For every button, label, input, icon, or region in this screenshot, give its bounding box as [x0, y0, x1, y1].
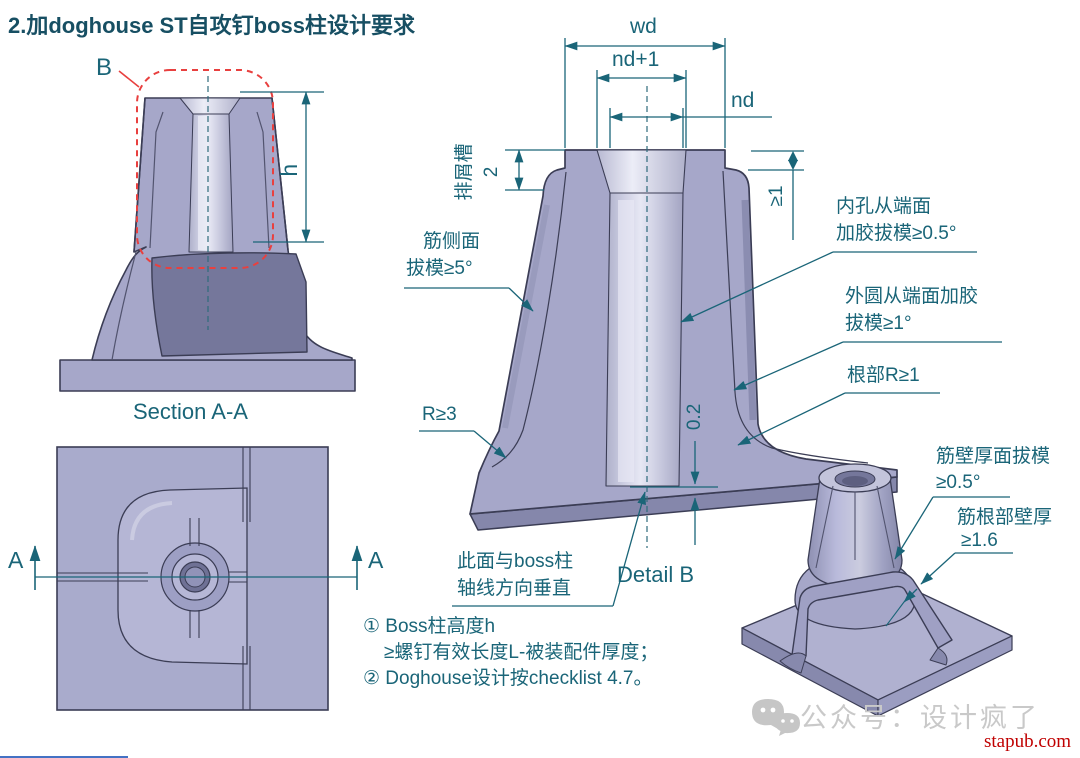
detail-b-caption: Detail B	[617, 562, 695, 587]
detail-b-marker-label: B	[96, 54, 113, 81]
wechat-icon	[752, 699, 800, 736]
rib-root-thickness-line2: ≥1.6	[961, 530, 998, 551]
rib-side-draft-line1: 筋侧面	[423, 231, 481, 252]
note-item2: ② Doghouse设计按checklist 4.7。	[363, 668, 653, 689]
rib-wall-draft-line1: 筋壁厚面拔模	[936, 446, 1051, 467]
inner-hole-draft-line2: 加胶拔模≥0.5°	[836, 223, 957, 244]
section-aa-view	[59, 69, 356, 392]
rib-side-draft-line2: 拔模≥5°	[406, 258, 473, 279]
site-watermark: stapub.com	[984, 731, 1072, 752]
chip-groove-value: 2	[481, 166, 503, 178]
detail-b-view	[404, 38, 1002, 607]
cut-label-a-left: A	[8, 547, 24, 573]
dim-nd1-label: nd+1	[612, 48, 660, 71]
height-dim-label: h	[275, 163, 302, 177]
r3-label: R≥3	[422, 404, 457, 425]
iso-view	[741, 463, 1013, 717]
dim-wd-label: wd	[630, 15, 657, 38]
min-one-label: ≥1	[766, 185, 788, 207]
section-aa-caption: Section A-A	[133, 399, 248, 424]
rib-root-thickness-line1: 筋根部壁厚	[957, 507, 1053, 528]
wechat-watermark-text: 公众号：设计疯了	[800, 703, 1040, 733]
gap-value-label: 0.2	[684, 403, 706, 431]
page-title: 2.加doghouse ST自攻钉boss柱设计要求	[8, 13, 416, 38]
root-radius-label: 根部R≥1	[847, 365, 920, 386]
outer-circle-draft-line2: 拔模≥1°	[845, 313, 912, 334]
cut-label-a-right: A	[368, 547, 384, 573]
chip-groove-label: 排屑槽	[454, 143, 476, 201]
perp-face-line2: 轴线方向垂直	[457, 578, 572, 599]
top-view	[29, 446, 363, 711]
note-item1-line2: ≥螺钉有效长度L-被装配件厚度；	[384, 642, 659, 663]
inner-hole-draft-line1: 内孔从端面	[836, 196, 932, 217]
note-item1-line1: ① Boss柱高度h	[363, 616, 496, 637]
rib-wall-draft-line2: ≥0.5°	[936, 472, 981, 493]
dim-nd-label: nd	[731, 89, 755, 112]
perp-face-line1: 此面与boss柱	[457, 551, 574, 572]
outer-circle-draft-line1: 外圆从端面加胶	[845, 286, 979, 307]
